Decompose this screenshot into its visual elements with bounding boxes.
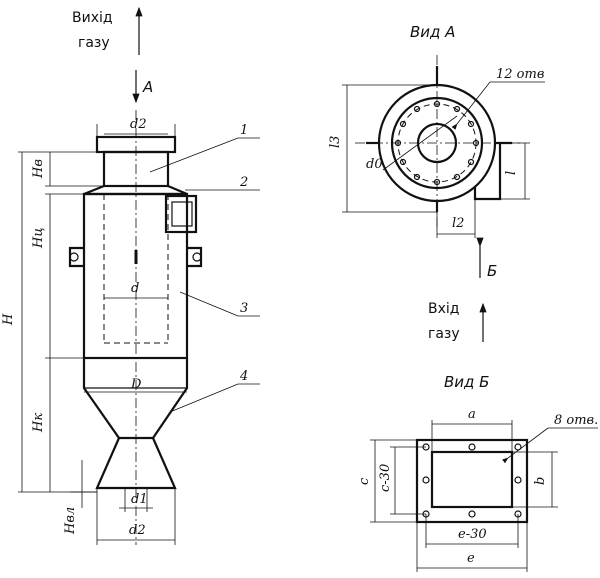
dim-b: b	[533, 477, 548, 485]
part-3-label: 3	[240, 301, 248, 316]
holes-12-label: 12 отв	[496, 67, 544, 82]
dim-a: а	[468, 407, 476, 422]
dim-d0: d0	[366, 157, 383, 172]
dim-l: l	[504, 171, 519, 175]
dim-d2-bottom: d2	[129, 523, 146, 538]
inlet-duct	[473, 143, 502, 201]
part-4-label: 4	[239, 369, 248, 384]
mounting-lug-right	[187, 246, 203, 268]
conical-hopper	[82, 358, 189, 440]
inlet-flange	[415, 438, 529, 524]
gas-outlet-label-2: газу	[78, 35, 110, 51]
dim-Hvl: Нвл	[63, 507, 78, 535]
mounting-lug-left	[68, 246, 84, 268]
view-b: Вид Б 8 отв. а b с с-30	[357, 373, 598, 572]
dust-outlet-shroud	[95, 437, 177, 490]
gas-inlet	[164, 194, 198, 234]
part-2-label: 2	[239, 175, 248, 190]
outlet-pipe	[102, 150, 170, 188]
dim-d2-top: d2	[130, 117, 147, 132]
view-b-title: Вид Б	[444, 373, 489, 391]
dim-l3: l3	[328, 136, 343, 148]
view-a-title: Вид А	[410, 23, 455, 41]
inlet-opening	[430, 450, 514, 509]
dim-Hk: Нк	[31, 413, 46, 433]
dim-c: с	[357, 477, 372, 485]
dim-H: H	[1, 313, 16, 326]
dim-d: d	[131, 281, 139, 296]
cover	[83, 184, 188, 196]
dim-e-30: е-30	[458, 527, 487, 542]
dim-Hv: Нв	[31, 159, 46, 179]
dim-Hc: Нц	[31, 228, 46, 249]
dim-e: е	[467, 551, 475, 566]
holes-8-label: 8 отв.	[554, 413, 598, 428]
part-1-label: 1	[240, 123, 248, 138]
gas-outlet-label-1: Вихід	[72, 10, 113, 26]
flange-inner	[390, 96, 484, 190]
dim-c-30: с-30	[378, 464, 393, 492]
flange-bolt-holes	[394, 100, 480, 186]
cylindrical-body	[82, 192, 189, 360]
gas-inlet-label-1: Вхід	[428, 301, 459, 317]
dim-d1: d1	[131, 492, 148, 507]
view-a: Вид А 12 отв d0	[328, 23, 545, 342]
gas-inlet-label-2: газу	[428, 326, 460, 342]
dim-D: D	[130, 377, 142, 392]
dim-l2: l2	[452, 216, 464, 231]
cyclone-front-view: Вихід газу А	[1, 6, 260, 545]
outlet-bore	[416, 122, 458, 164]
view-a-arrow-label: А	[142, 78, 153, 96]
view-b-arrow-label: Б	[487, 262, 497, 280]
